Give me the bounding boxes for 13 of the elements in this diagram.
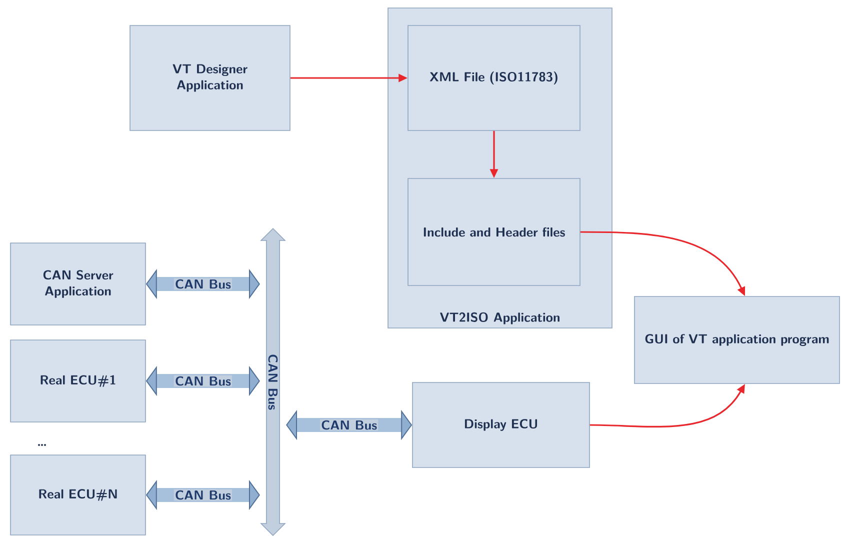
edge-label: CAN Bus — [174, 278, 232, 290]
process-box: Include and Header files — [408, 178, 580, 286]
process-box: VT Designer Application — [130, 25, 290, 131]
process-box: Real ECU#N — [10, 454, 146, 536]
edge-label: CAN Bus — [320, 419, 378, 431]
ellipsis-text: … — [38, 444, 46, 446]
process-box: CAN Server Application — [10, 242, 146, 326]
process-box: XML File (ISO11783) — [408, 25, 580, 131]
edge-label: CAN Bus — [174, 375, 232, 387]
process-box: GUI of VT application program — [634, 296, 840, 384]
process-box: Display ECU — [412, 382, 590, 468]
edge-label: CAN Bus — [174, 489, 232, 501]
process-box: Real ECU#1 — [10, 340, 146, 422]
